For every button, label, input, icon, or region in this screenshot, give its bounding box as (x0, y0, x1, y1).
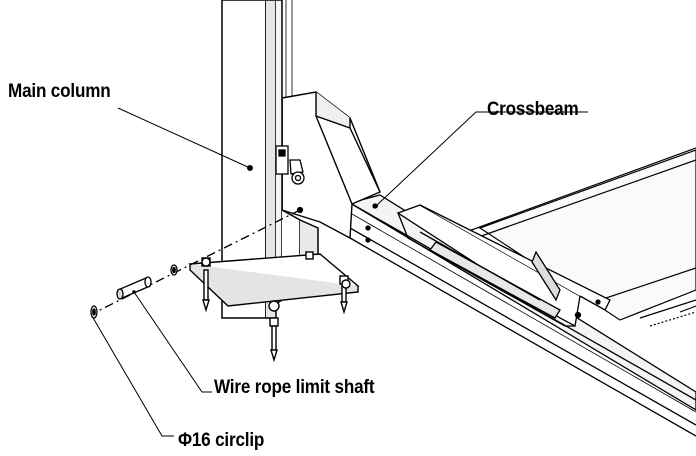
crossbeam-label: Crossbeam (487, 99, 579, 120)
leader-endpoints (132, 204, 378, 294)
circlip-right (170, 264, 178, 276)
exploded-parts (90, 209, 301, 319)
base-plate (188, 251, 360, 363)
main-column-label: Main column (8, 81, 111, 102)
leader-circlip (91, 315, 174, 437)
circlip-left (90, 305, 98, 319)
leader-limit-shaft (133, 291, 212, 393)
wire-rope-limit-shaft-label: Wire rope limit shaft (214, 377, 375, 398)
leader-lines (91, 107, 588, 437)
limit-shaft (116, 276, 152, 300)
crossbeam-cover (396, 204, 611, 327)
circlip-label: Φ16 circlip (178, 430, 265, 451)
leader-crossbeam (375, 111, 588, 207)
platform-deck (465, 147, 696, 327)
latch-and-eyebolt (275, 145, 305, 214)
leader-main-column (117, 107, 251, 169)
